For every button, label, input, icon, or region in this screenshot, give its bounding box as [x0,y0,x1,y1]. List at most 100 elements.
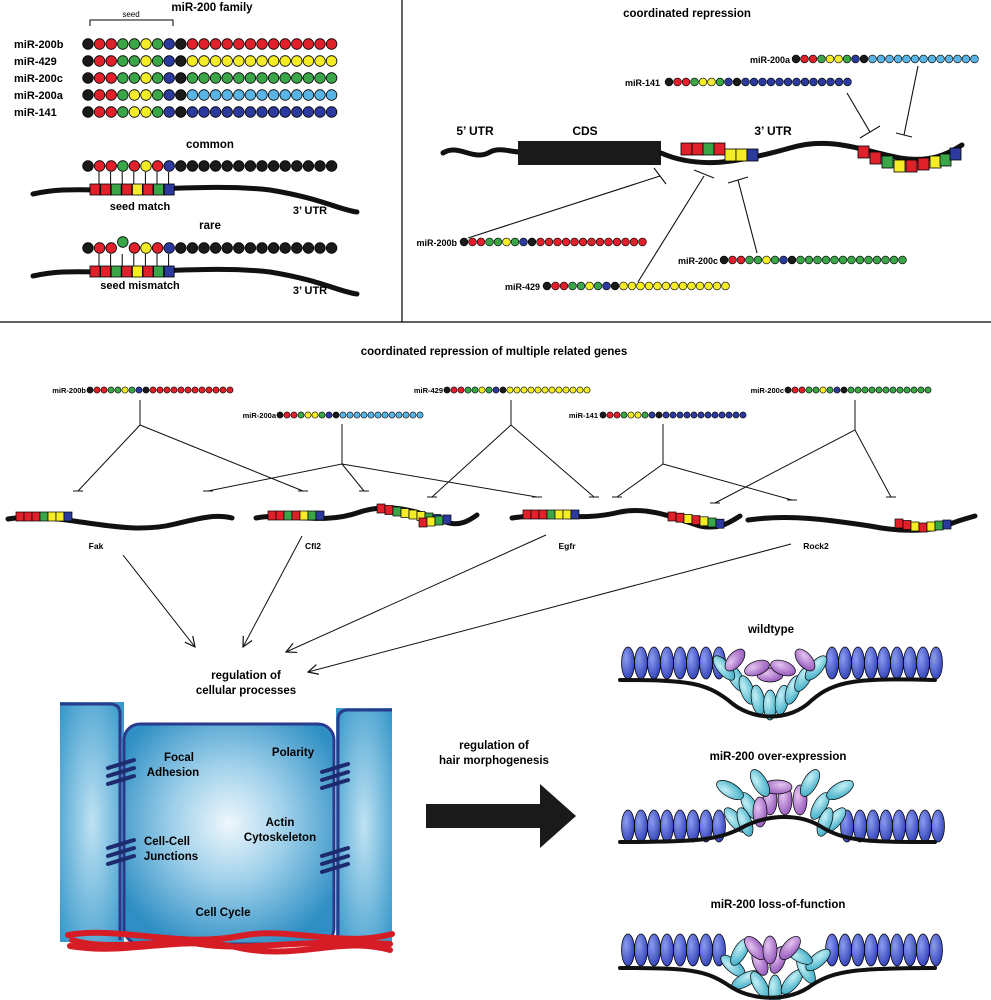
target-mirna-bead [325,160,338,172]
multi-200a-bead [381,411,389,419]
coord-200c-bead [787,255,797,265]
family-row-4-bead [163,106,175,118]
cell-oval [673,933,687,967]
coord-141-bead [817,77,827,87]
cell-oval [699,646,713,680]
gene-site-square [267,510,277,521]
multi-200a-bead [374,411,382,419]
multi-200b-bead [128,386,136,394]
multi-429-bead [506,386,514,394]
multi-429-bead [478,386,486,394]
gene-site-square [408,509,418,520]
multi-gene-panel: coordinated repression of multiple relat… [5,346,978,672]
rare-utr-label: 3’ UTR [293,285,327,297]
target-mirna-bead [117,160,129,172]
gene-site-square [275,510,285,521]
coord-200b-bead [561,237,571,247]
coord-141-bead [681,77,691,87]
gene-site-square [400,508,410,518]
target-mirna-bead [314,160,326,172]
target-mirna-bead [82,160,94,172]
cell-oval [903,933,917,967]
coord-141-bead [843,77,852,87]
family-row-2-bead [221,72,233,84]
cell-oval [864,646,878,680]
gene-site-square [15,511,25,522]
family-mirna-rows [82,38,338,118]
multi-141-bead [634,411,642,419]
coord-200b-bead [510,237,520,247]
basement-membrane [618,677,937,719]
cell-oval [660,933,674,967]
family-row-2-bead [209,72,222,84]
gene-site-square [926,521,936,532]
family-row-3-bead [186,89,199,101]
family-row-3-bead [198,89,210,101]
coord-200b-bead [536,237,545,247]
coord-200a-bead [919,54,928,64]
site-square [100,183,111,196]
multi-429-bead [499,386,507,394]
gene-site-square [894,518,904,529]
target-mirna-bead [198,242,210,254]
family-row-3-bead [233,89,245,101]
multi-200c-bead [819,386,827,394]
target-mirna-bead [244,160,257,172]
cell-oval [621,933,635,967]
family-row-4-bead [279,106,291,118]
cell-oval [851,646,865,680]
gene-site-square [47,511,57,522]
coord-200b-bead [519,237,528,247]
family-row-3-bead [256,89,268,101]
gene-site-square [434,515,444,526]
coord-200c-bead [813,255,822,265]
multi-200c-bead [861,386,869,394]
target-mirna-bead [256,242,268,254]
coordinated-panel: coordinated repression 5’ UTR CDS 3’ UTR… [416,8,979,292]
coord-141-bead [707,77,716,87]
gene-site-square [683,514,693,524]
gene-site-square [715,518,725,529]
coord-200c-bead [821,255,831,265]
multi-200a-bead [318,411,326,419]
cell-oval [864,933,878,967]
family-row-2-bead [325,72,338,84]
cell-oval [686,933,700,967]
coord-141-bead [724,77,733,87]
family-row-2-bead [302,72,315,84]
cell-oval [929,646,943,680]
multi-200b-bead [170,386,178,394]
gene-site-square [546,509,556,520]
coord-200a-bead [868,54,877,64]
family-row-0-bead [256,38,268,50]
multi-141-bead [697,411,705,419]
multi-141-bead [648,411,656,419]
multi-200a-bead [297,411,305,419]
gene-site-square [426,516,436,527]
cellular-line2: cellular processes [196,685,296,697]
family-row-2-bead [140,72,152,84]
multi-141-bead [725,411,733,419]
coord-200a-bead [902,54,911,64]
family-row-2-bead [105,72,117,84]
coord-200a-bead [893,54,903,64]
coord-141-bead [741,77,750,87]
family-row-0-bead [244,38,257,50]
family-row-1-bead [233,55,245,67]
family-row-2-bead [82,72,94,84]
family-row-4-bead [117,106,129,118]
family-row-3-bead [209,89,222,101]
coord-200a-bead [808,54,818,64]
phenotype-wildtype: wildtype [747,624,794,636]
family-panel: miR-200 family seed miR-200b miR-429 miR… [14,2,360,297]
family-row-3-bead [151,89,164,101]
cell-oval [879,809,893,843]
cell-oval [816,807,834,837]
cell-oval [716,780,744,800]
multi-141-bead [690,411,698,419]
multi-200a-bead [339,411,347,419]
gene-strand-rock2 [745,513,978,533]
coord-200c-bead [889,255,899,265]
coord-200a-bead [970,54,979,64]
coord-200c-bead [864,255,873,265]
